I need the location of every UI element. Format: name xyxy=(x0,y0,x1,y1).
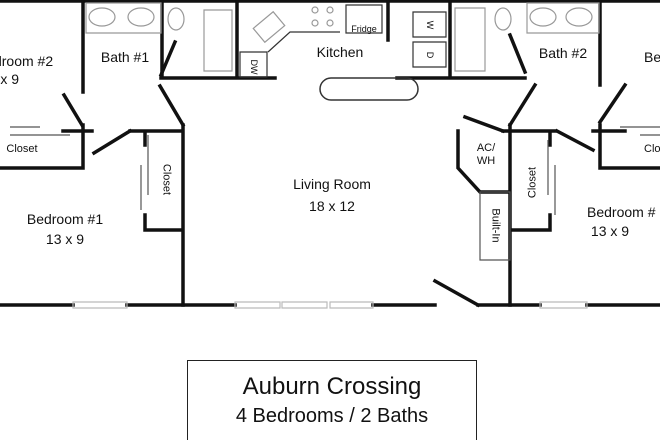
kitchen-island xyxy=(319,77,419,101)
exterior-walls xyxy=(0,0,660,307)
living-room-name: Living Room xyxy=(293,176,371,192)
closet-bedroom4-label: Clo xyxy=(644,143,660,155)
bedroom3-size: 13 x 9 xyxy=(590,223,630,239)
door-swings xyxy=(61,32,628,308)
dryer-label: D xyxy=(425,51,435,59)
sink-icon xyxy=(529,7,557,27)
toilet-icon xyxy=(167,7,185,31)
kitchen-label: Kitchen xyxy=(316,44,364,60)
sink-icon xyxy=(565,7,593,27)
kitchen-fixtures xyxy=(239,4,447,78)
living-room-size: 18 x 12 xyxy=(309,198,355,214)
toilet-icon xyxy=(494,7,512,31)
bedroom2-size: 13 x 9 xyxy=(0,71,20,87)
bedroom4-name: Be xyxy=(644,49,660,65)
ac-wh-label: AC/ WH xyxy=(476,142,496,167)
bath2-label: Bath #2 xyxy=(538,45,588,61)
sink-icon xyxy=(88,7,116,27)
sink-icon xyxy=(127,7,155,27)
dishwasher-label: DW xyxy=(249,59,259,75)
property-name: Auburn Crossing xyxy=(242,373,422,400)
bath1-label: Bath #1 xyxy=(100,49,150,65)
bath1-fixtures xyxy=(85,2,233,72)
left-wing-walls xyxy=(0,0,277,307)
stove-icon xyxy=(311,6,334,27)
bath2-fixtures xyxy=(454,2,600,72)
bedroom2-name: Bedroom #2 xyxy=(0,53,54,69)
closet-bedroom3-label: Closet xyxy=(526,166,539,199)
closet-sliding-doors xyxy=(10,126,660,261)
kitchen-sink-icon xyxy=(252,10,286,44)
fridge-label: Fridge xyxy=(351,24,377,34)
bedroom1-size: 13 x 9 xyxy=(45,231,85,247)
washer-label: W xyxy=(425,20,435,30)
closet-bedroom2-label: Closet xyxy=(6,143,38,155)
bedroom3-name: Bedroom # xyxy=(587,204,656,220)
windows xyxy=(72,301,588,309)
title-box: Auburn Crossing 4 Bedrooms / 2 Baths xyxy=(187,360,477,440)
built-in-label: Built-In xyxy=(489,208,502,243)
closet-bedroom1-label: Closet xyxy=(160,163,173,196)
bedroom1-name: Bedroom #1 xyxy=(26,211,104,227)
unit-description: 4 Bedrooms / 2 Baths xyxy=(235,405,429,427)
